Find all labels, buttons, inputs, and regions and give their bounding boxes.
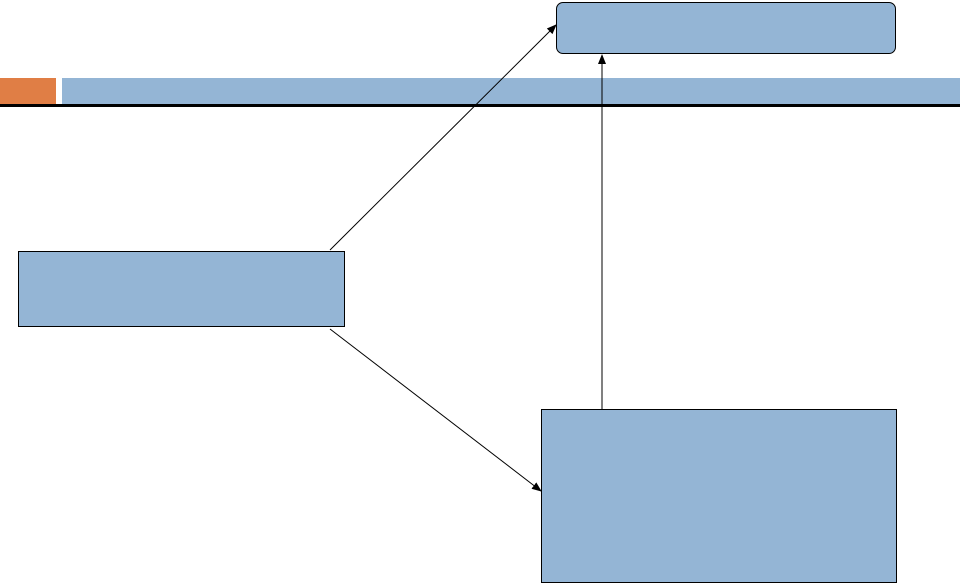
header-bar — [62, 78, 960, 104]
header-accent-block — [0, 78, 56, 104]
diagram-box-top — [556, 2, 896, 54]
header-rule — [0, 104, 960, 107]
edge-left-to-bottom — [329, 328, 542, 492]
diagram-box-bottom — [541, 409, 897, 583]
edge-left-to-top — [329, 24, 557, 251]
diagram-box-left — [18, 251, 345, 327]
